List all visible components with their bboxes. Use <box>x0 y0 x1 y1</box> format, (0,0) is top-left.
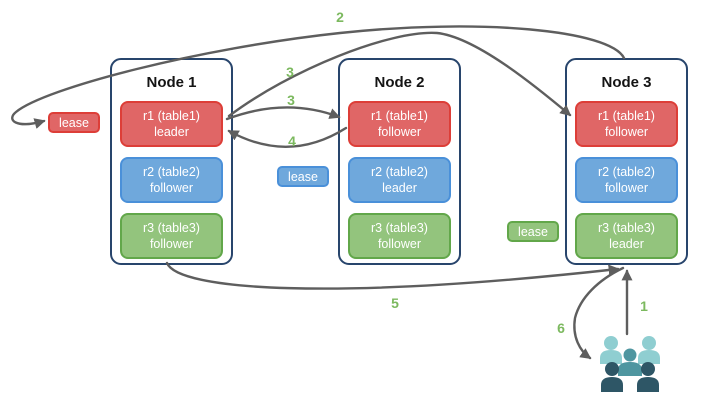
lease-badge-red: lease <box>48 112 100 133</box>
node-2-replica-r2: r2 (table2) leader <box>348 157 451 203</box>
node-3-replica-r3: r3 (table3) leader <box>575 213 678 259</box>
node-3-replica-r2: r2 (table2) follower <box>575 157 678 203</box>
replica-name: r3 (table3) <box>598 220 655 235</box>
replica-role: follower <box>149 181 194 195</box>
step-label-1: 1 <box>640 298 648 314</box>
replica-name: r3 (table3) <box>371 220 428 235</box>
step-label-5: 5 <box>391 295 399 311</box>
replica-name: r1 (table1) <box>598 108 655 123</box>
step-label-3a: 3 <box>286 64 294 80</box>
replica-role: follower <box>149 237 194 251</box>
replica-name: r1 (table1) <box>143 108 200 123</box>
node-2-title: Node 2 <box>374 74 425 91</box>
replica-name: r1 (table1) <box>371 108 428 123</box>
node-1: Node 1 r1 (table1) leader r2 (table2) fo… <box>110 58 233 265</box>
node-1-title: Node 1 <box>146 74 197 91</box>
step-label-3b: 3 <box>287 92 295 108</box>
replica-name: r2 (table2) <box>598 164 655 179</box>
node-1-replica-r2: r2 (table2) follower <box>120 157 223 203</box>
replica-role: follower <box>604 181 649 195</box>
node-2: Node 2 r1 (table1) follower r2 (table2) … <box>338 58 461 265</box>
node-2-replica-r1: r1 (table1) follower <box>348 101 451 147</box>
replica-role: leader <box>382 181 417 195</box>
lease-badge-blue: lease <box>277 166 329 187</box>
node-2-replica-r3: r3 (table3) follower <box>348 213 451 259</box>
step-label-6: 6 <box>557 320 565 336</box>
arrow-2-gateway-to-lease <box>11 25 626 129</box>
step-label-2: 2 <box>336 9 344 25</box>
front-row-people <box>601 362 659 392</box>
replica-role: follower <box>377 125 422 139</box>
step-label-4: 4 <box>288 133 296 149</box>
replica-name: r2 (table2) <box>371 164 428 179</box>
replica-role: leader <box>609 237 644 251</box>
node-1-replica-r1: r1 (table1) leader <box>120 101 223 147</box>
clients-people-icon <box>600 336 660 392</box>
node-3: Node 3 r1 (table1) follower r2 (table2) … <box>565 58 688 265</box>
node-3-replica-r1: r1 (table1) follower <box>575 101 678 147</box>
middle-person <box>618 348 642 376</box>
arrow-5-node1-to-node3 <box>165 261 620 290</box>
replica-name: r2 (table2) <box>143 164 200 179</box>
replica-name: r3 (table3) <box>143 220 200 235</box>
replica-role: leader <box>154 125 189 139</box>
arrow-3-leader-to-node2 <box>225 106 341 121</box>
replica-role: follower <box>377 237 422 251</box>
node-1-replica-r3: r3 (table3) follower <box>120 213 223 259</box>
node-3-title: Node 3 <box>601 74 652 91</box>
replica-role: follower <box>604 125 649 139</box>
lease-badge-green: lease <box>507 221 559 242</box>
